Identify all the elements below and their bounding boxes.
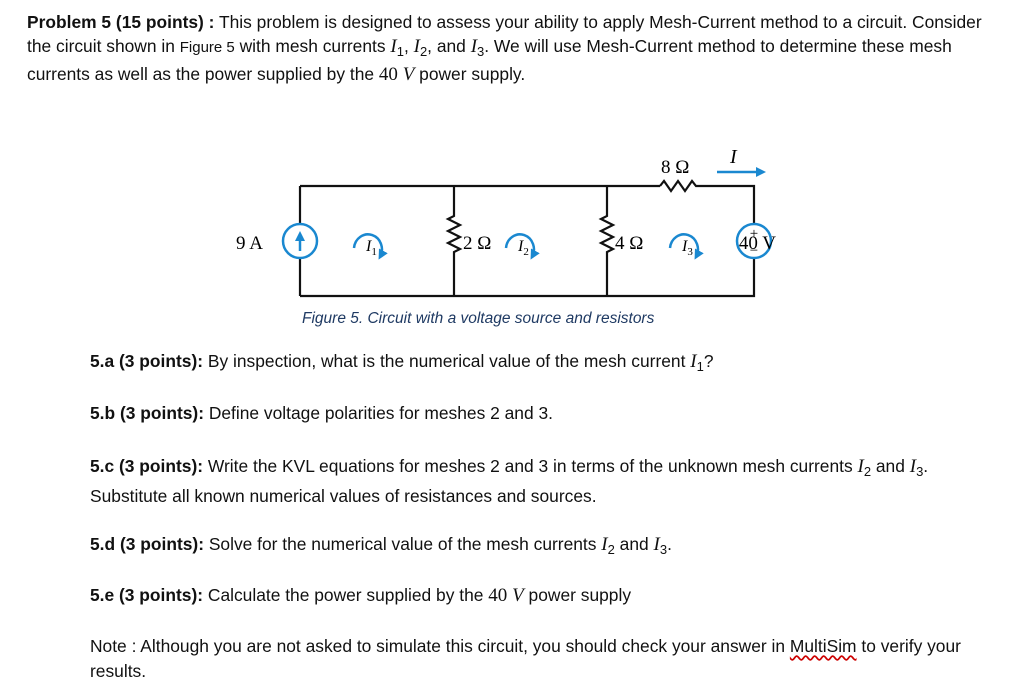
question-5c-sub3: 3 — [916, 464, 924, 479]
voltage-source — [735, 222, 773, 260]
mesh-2-label: I2 — [517, 238, 529, 258]
resistor-4-branch — [598, 186, 616, 296]
plus-sign: + — [750, 226, 758, 242]
question-5a: 5.a (3 points): By inspection, what is t… — [90, 349, 1000, 379]
question-5d-and: and — [614, 534, 654, 554]
mesh-1-sub: 1 — [371, 246, 377, 258]
mesh-2-letter: I — [517, 238, 524, 255]
minus-sign: − — [750, 243, 758, 259]
mesh-sub-1: 1 — [396, 43, 404, 59]
question-5c-var2: I — [857, 456, 864, 477]
mesh-1-label: I1 — [365, 238, 377, 258]
question-5c-text: Write the KVL equations for meshes 2 and… — [203, 456, 858, 476]
voltage-value: 40 — [378, 64, 398, 85]
resistor-2-label: 2 Ω — [463, 233, 491, 254]
branch-current-label: I — [729, 146, 738, 168]
mesh-sub-2: 2 — [419, 43, 428, 59]
question-5a-var: I — [690, 351, 697, 372]
mesh-var-i3: I — [470, 35, 478, 57]
question-5c-var3: I — [909, 456, 917, 477]
question-5c-and: and — [871, 456, 910, 476]
question-5d-var2: I — [601, 534, 608, 555]
current-source — [281, 222, 319, 260]
bottom-wire — [300, 258, 756, 298]
question-5a-sub: 1 — [696, 359, 704, 374]
question-5e-end: power supply — [523, 585, 632, 605]
figure-caption: Figure 5. Circuit with a voltage source … — [302, 310, 655, 327]
question-5c-end: . Substitute all known numerical values … — [90, 456, 929, 506]
voltage-source-label: 40 V — [739, 233, 776, 254]
note-text: Note : Although you are not asked to sim… — [90, 636, 790, 656]
question-5d-var3: I — [653, 534, 660, 555]
resistor-8-label: 8 Ω — [661, 157, 689, 178]
mesh-3-label: I3 — [681, 238, 693, 258]
comma: , — [403, 35, 414, 56]
question-5c-sub2: 2 — [863, 464, 872, 479]
question-5b-label: 5.b (3 points): — [90, 403, 204, 423]
mesh-3-sub: 3 — [687, 246, 693, 258]
voltage-unit: V — [402, 64, 415, 85]
question-5e-label: 5.e (3 points): — [90, 585, 204, 605]
mesh-1-arrow — [352, 233, 388, 260]
comma-and: , and — [427, 35, 471, 56]
resistor-2-branch — [445, 186, 463, 296]
mesh-2-sub: 2 — [523, 246, 529, 258]
question-5d-text: Solve for the numerical value of the mes… — [204, 534, 602, 554]
question-5a-text: By inspection, what is the numerical val… — [203, 351, 691, 371]
question-5d-end: . — [667, 534, 672, 554]
question-5c: 5.c (3 points): Write the KVL equations … — [90, 454, 1000, 509]
question-5d-sub3: 3 — [659, 542, 668, 557]
intro-text-2: with mesh currents — [234, 35, 391, 56]
mesh-1-letter: I — [365, 238, 372, 255]
mesh-var-i1: I — [390, 35, 397, 57]
question-5d: 5.d (3 points): Solve for the numerical … — [90, 532, 1000, 562]
current-source-label: 9 A — [236, 233, 263, 254]
question-5a-label: 5.a (3 points): — [90, 351, 204, 371]
question-5d-sub2: 2 — [607, 542, 615, 557]
mesh-3-arrow — [668, 233, 704, 260]
mesh-2-arrow — [504, 233, 540, 260]
top-wire-right — [700, 184, 756, 224]
mesh-var-i2: I — [413, 35, 420, 57]
question-5b-text: Define voltage polarities for meshes 2 a… — [204, 403, 553, 423]
resistor-8-zigzag — [659, 179, 700, 193]
question-5e-text: Calculate the power supplied by the — [203, 585, 489, 605]
circuit-diagram: + − 9 A 2 Ω 4 Ω 8 Ω 40 V I I1 I2 I3 — [236, 146, 776, 298]
problem-label: Problem 5 (15 points) : — [27, 12, 215, 32]
question-5c-label: 5.c (3 points): — [90, 456, 204, 476]
mesh-3-letter: I — [681, 238, 688, 255]
multisim-word: MultiSim — [789, 636, 857, 656]
problem-statement: Problem 5 (15 points) : This problem is … — [27, 11, 1002, 87]
note-end: to verify your results. — [90, 636, 961, 681]
question-5e: 5.e (3 points): Calculate the power supp… — [90, 583, 1000, 608]
intro-text-1: This problem is designed to assess your … — [27, 12, 982, 56]
intro-text-3: . We will use Mesh-Current method to det… — [27, 35, 952, 85]
intro-text-4: power supply. — [414, 64, 526, 84]
question-5e-num: 40 — [488, 585, 508, 606]
figure-reference: Figure 5 — [179, 38, 235, 56]
question-5b: 5.b (3 points): Define voltage polaritie… — [90, 401, 1000, 426]
question-5d-label: 5.d (3 points): — [90, 534, 204, 554]
note: Note : Although you are not asked to sim… — [90, 634, 1000, 684]
resistor-4-label: 4 Ω — [615, 233, 643, 254]
question-5e-unit: V — [512, 585, 524, 606]
question-5a-end: ? — [703, 351, 714, 371]
mesh-sub-3: 3 — [477, 43, 485, 59]
